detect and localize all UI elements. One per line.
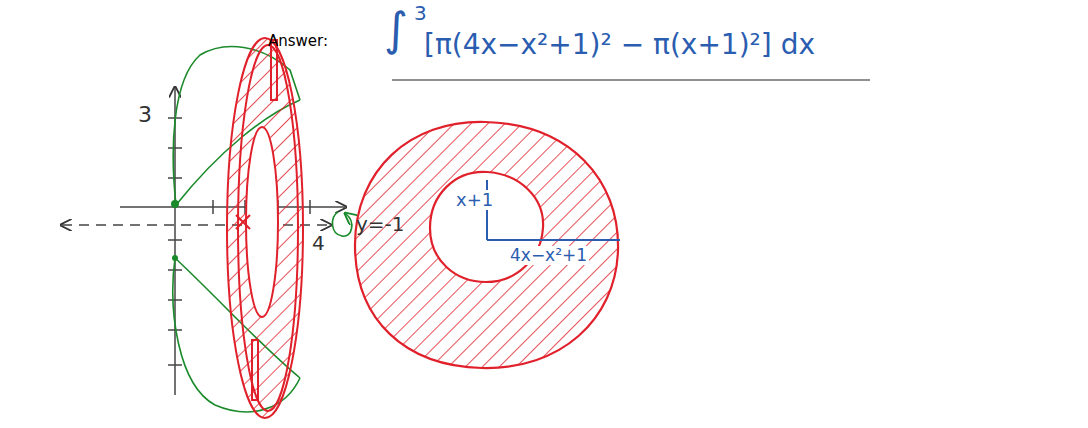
answer-underline [392,79,870,80]
integral-sign: ∫ [384,4,408,55]
integrand: [π(4x−x²+1)² − π(x+1)²] dx [424,30,815,61]
integral-limit: 3 [414,2,427,24]
answer-label: Answer: [268,33,328,50]
rotation-arrow [332,212,351,236]
point [172,255,178,261]
outer-radius: 4x−x²+1 [508,246,589,265]
tick-label: 4 [312,232,325,254]
washer-cross-section [355,122,620,368]
point [171,200,179,208]
tick-label: 3 [138,103,152,127]
axis-label: y=-1 [356,213,405,235]
inner-radius: x+1 [454,190,495,210]
washer-slice [227,38,303,418]
